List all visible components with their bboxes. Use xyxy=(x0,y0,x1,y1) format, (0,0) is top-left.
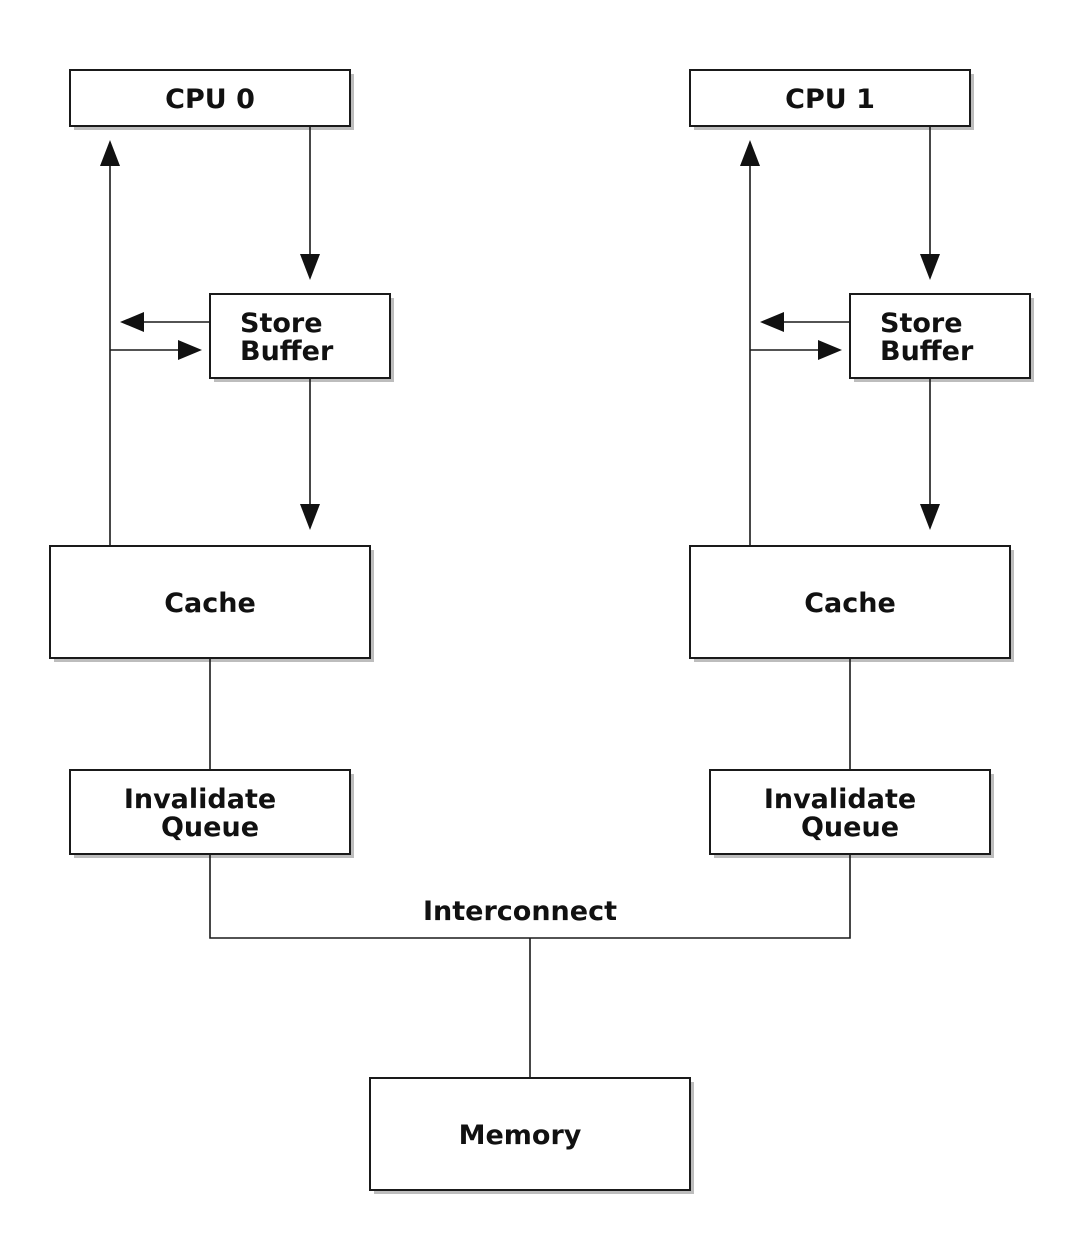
cpu-1-connectors xyxy=(740,126,940,770)
cpu-0-label: CPU 0 xyxy=(165,84,255,115)
store-buffer-1-label-line1: Store xyxy=(880,308,963,339)
invalidate-queue-1-label-line1: Invalidate xyxy=(764,784,916,815)
cpu-1-label: CPU 1 xyxy=(785,84,875,115)
invalidate-queue-0-box: Invalidate Queue xyxy=(69,769,354,858)
arrow-down-icon xyxy=(920,254,940,280)
arrow-down-icon xyxy=(920,504,940,530)
store-buffer-0-label-line1: Store xyxy=(240,308,323,339)
invalidate-queue-0-label-line1: Invalidate xyxy=(124,784,276,815)
cache-1-box: Cache xyxy=(689,545,1014,662)
cache-0-box: Cache xyxy=(49,545,374,662)
memory-label: Memory xyxy=(459,1120,582,1151)
arrow-right-icon xyxy=(818,340,842,360)
invalidate-queue-0-label-line2: Queue xyxy=(161,812,259,843)
invalidate-queue-1-box: Invalidate Queue xyxy=(709,769,994,858)
arrow-up-icon xyxy=(100,140,120,166)
interconnect: Interconnect xyxy=(209,854,851,1078)
cpu-0-box: CPU 0 xyxy=(69,69,354,130)
arrow-left-icon xyxy=(120,312,144,332)
arrow-left-icon xyxy=(760,312,784,332)
store-buffer-1-label-line2: Buffer xyxy=(880,336,974,367)
arrow-down-icon xyxy=(300,504,320,530)
invalidate-queue-1-label-line2: Queue xyxy=(801,812,899,843)
store-buffer-1-box: Store Buffer xyxy=(849,293,1034,382)
arrow-down-icon xyxy=(300,254,320,280)
cache-1-label: Cache xyxy=(804,588,896,619)
arrow-right-icon xyxy=(178,340,202,360)
interconnect-label: Interconnect xyxy=(423,896,617,927)
memory-box: Memory xyxy=(369,1077,694,1194)
store-buffer-0-label-line2: Buffer xyxy=(240,336,334,367)
store-buffer-0-box: Store Buffer xyxy=(209,293,394,382)
arrow-up-icon xyxy=(740,140,760,166)
cache-0-label: Cache xyxy=(164,588,256,619)
cpu-1-box: CPU 1 xyxy=(689,69,974,130)
cpu-0-connectors xyxy=(100,126,320,770)
